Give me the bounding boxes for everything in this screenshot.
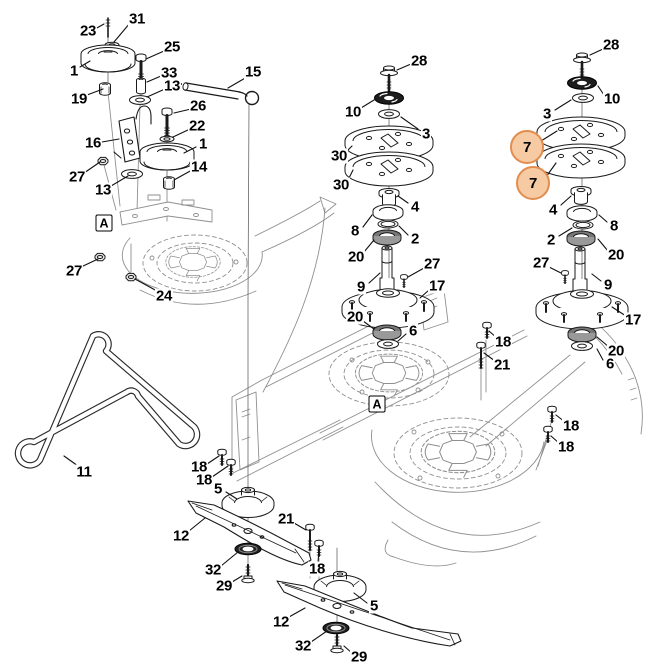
- leader-lines: [63, 22, 627, 654]
- callout-3: 3: [541, 105, 553, 123]
- callout-29: 29: [349, 648, 369, 666]
- callout-20: 20: [606, 246, 626, 264]
- callout-11: 11: [75, 463, 93, 481]
- right-spindle-assembly: [535, 51, 629, 351]
- callout-3: 3: [420, 125, 432, 143]
- callout-6: 6: [407, 322, 419, 340]
- callout-18: 18: [189, 458, 209, 476]
- callout-5: 5: [212, 480, 224, 498]
- left-idler-assembly: [80, 17, 260, 282]
- callout-29: 29: [214, 577, 234, 595]
- callout-8: 8: [608, 217, 620, 235]
- callout-10: 10: [602, 90, 622, 108]
- callout-30: 30: [329, 147, 349, 165]
- callout-9: 9: [355, 278, 367, 296]
- callout-18: 18: [556, 438, 576, 456]
- middle-spindle-assembly: [341, 64, 435, 349]
- callout-12: 12: [271, 613, 291, 631]
- callout-4: 4: [547, 201, 559, 219]
- callout-13: 13: [93, 181, 113, 199]
- callout-8: 8: [349, 222, 361, 240]
- callout-33: 33: [159, 64, 179, 82]
- callout-15: 15: [243, 63, 263, 81]
- callout-26: 26: [188, 97, 208, 115]
- callout-28: 28: [601, 36, 621, 54]
- callout-27: 27: [67, 168, 87, 186]
- callout-14: 14: [189, 158, 209, 176]
- callout-19: 19: [69, 90, 89, 108]
- callout-5: 5: [368, 597, 380, 615]
- callout-30: 30: [331, 176, 351, 194]
- callout-6: 6: [604, 355, 616, 373]
- callout-2: 2: [545, 231, 557, 249]
- callout-12: 12: [171, 527, 191, 545]
- belt-drawing: [14, 331, 201, 469]
- highlighted-callout-7[interactable]: 7: [510, 130, 544, 164]
- callout-1: 1: [68, 62, 80, 80]
- callout-27: 27: [64, 262, 84, 280]
- highlighted-callout-7[interactable]: 7: [516, 166, 550, 200]
- callout-17: 17: [623, 311, 643, 329]
- callout-17: 17: [427, 277, 447, 295]
- callout-25: 25: [162, 38, 182, 56]
- callout-32: 32: [203, 561, 223, 579]
- callout-20: 20: [606, 342, 626, 360]
- callout-27: 27: [422, 255, 442, 273]
- callout-9: 9: [602, 276, 614, 294]
- callout-22: 22: [187, 117, 207, 135]
- callout-18: 18: [493, 333, 513, 351]
- callout-28: 28: [409, 52, 429, 70]
- callout-23: 23: [78, 22, 98, 40]
- callout-21: 21: [276, 510, 296, 528]
- callout-20: 20: [345, 308, 365, 326]
- upper-deck-drawing: [103, 91, 337, 393]
- callout-2: 2: [409, 230, 421, 248]
- callout-10: 10: [343, 103, 363, 121]
- callout-27: 27: [531, 254, 551, 272]
- callout-18: 18: [194, 471, 214, 489]
- blade-1-assembly: [187, 486, 312, 584]
- callout-21: 21: [492, 356, 512, 374]
- blade-2-assembly: [276, 570, 462, 654]
- callout-20: 20: [346, 248, 366, 266]
- callout-13: 13: [162, 77, 182, 95]
- callout-31: 31: [127, 10, 147, 28]
- section-marker-a-2: A: [368, 395, 386, 413]
- callout-32: 32: [293, 637, 313, 655]
- section-marker-a-1: A: [95, 214, 113, 232]
- callout-18: 18: [307, 560, 327, 578]
- callout-24: 24: [154, 287, 174, 305]
- callout-4: 4: [409, 198, 421, 216]
- callout-1: 1: [197, 135, 209, 153]
- callout-16: 16: [83, 134, 103, 152]
- callout-18: 18: [561, 417, 581, 435]
